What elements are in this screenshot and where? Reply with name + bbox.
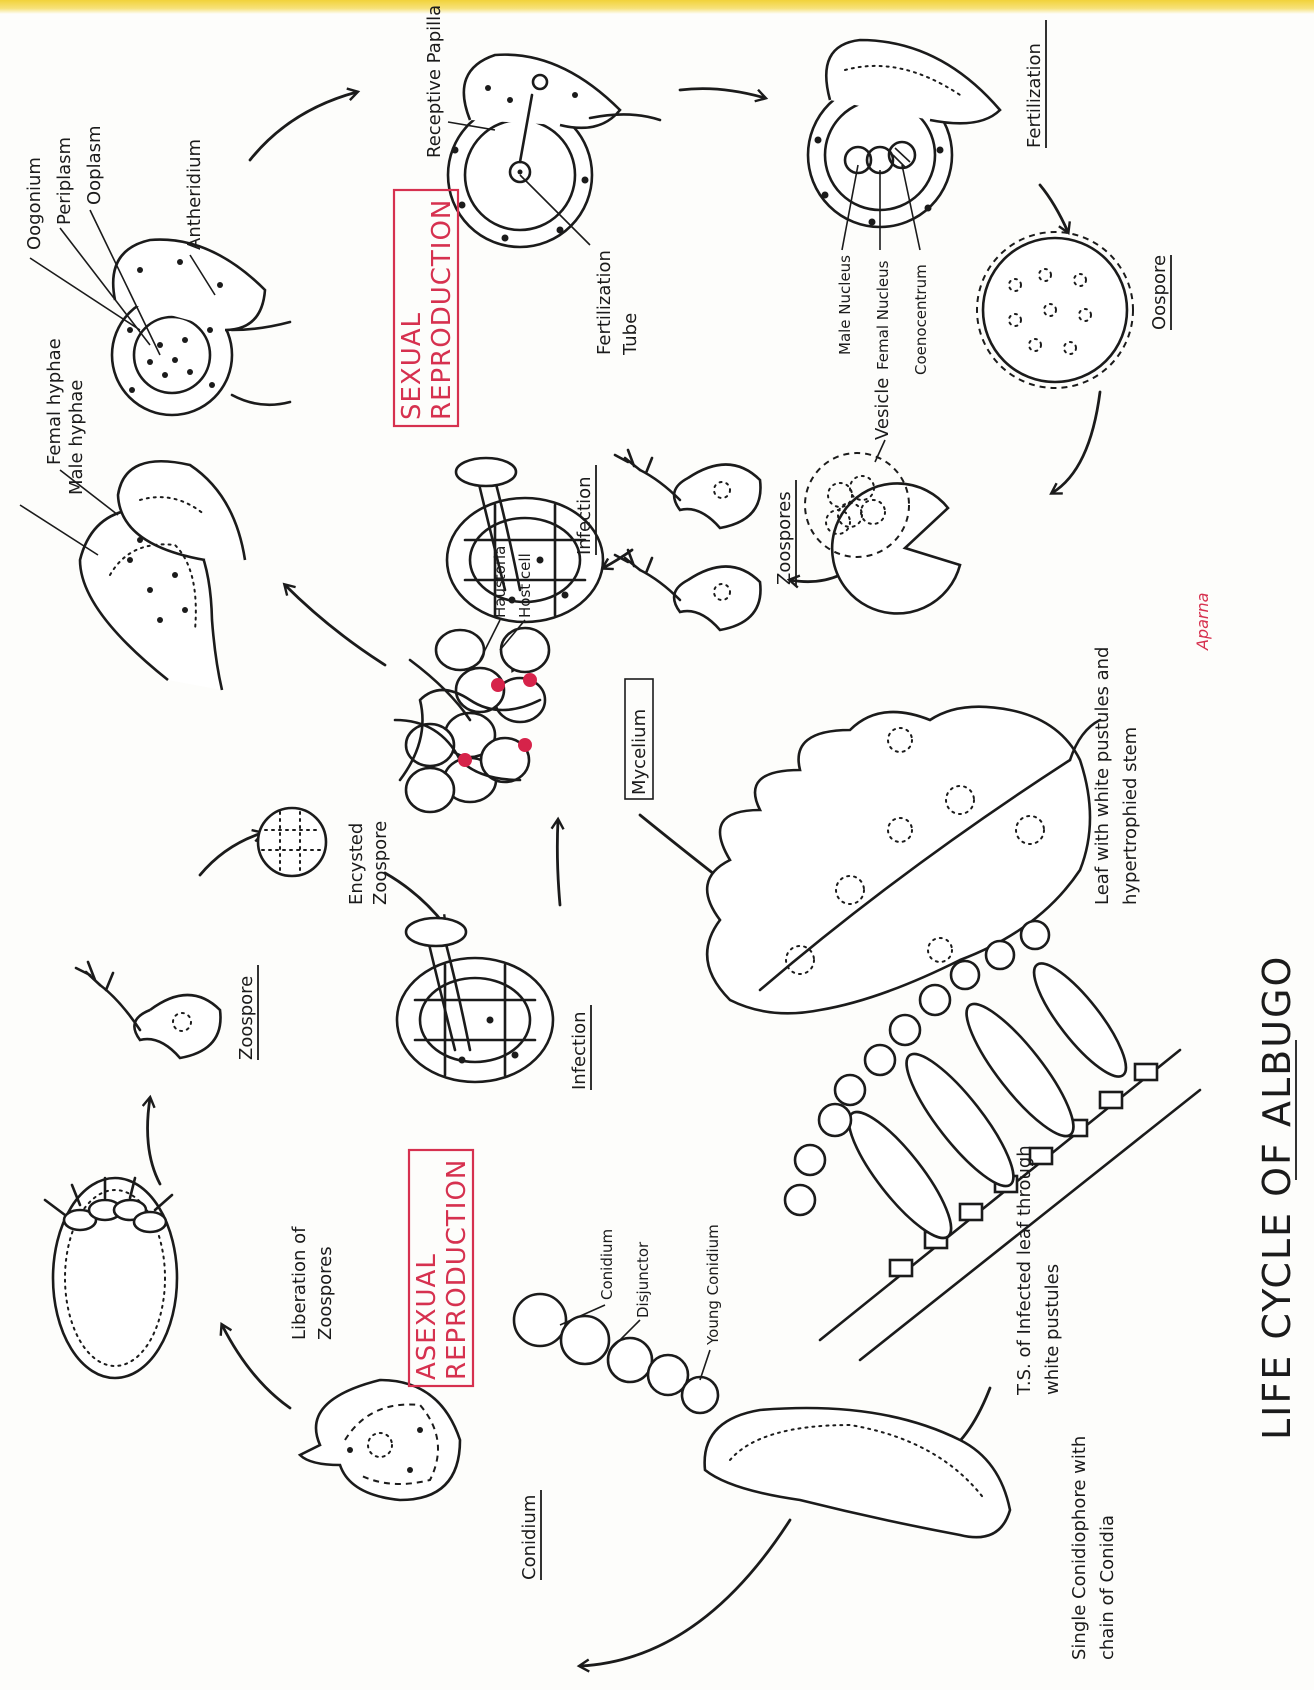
conidiophore-caption-line2: chain of Conidia <box>1097 1515 1118 1660</box>
receptive-papilla-label: Receptive Papilla <box>424 5 445 158</box>
liberation-illustration <box>45 1178 177 1378</box>
female-nucleus-label: Femal Nucleus <box>874 260 892 370</box>
infection-lower-illustration <box>397 918 553 1082</box>
disjunctor-label: Disjunctor <box>634 1241 652 1318</box>
arrow-fertilization-to-oospore <box>1040 185 1068 232</box>
liberation-caption-line1: Liberation of <box>289 1226 310 1340</box>
sexual-heading-line1: SEXUAL <box>397 312 427 420</box>
zoospores-illustration <box>615 450 761 630</box>
zoospore-illustration <box>76 962 221 1058</box>
arrow-papilla-to-fertilization <box>680 89 765 98</box>
arrow-vesicle-to-zoospores <box>790 575 840 582</box>
coenocentrum-label: Coenocentrum <box>912 264 930 375</box>
oogonium-label: Oogonium <box>24 157 45 250</box>
arrow-conidiophore-to-conidium <box>580 1520 790 1666</box>
zoospore-caption: Zoospore <box>236 976 257 1060</box>
periplasm-label: Periplasm <box>54 137 75 225</box>
host-cell-label: Host cell <box>516 553 534 618</box>
conidium-chain-label: Conidium <box>598 1229 616 1300</box>
arrow-zoospore-to-encysted <box>200 833 262 875</box>
asexual-heading-line1: ASEXUAL <box>412 1253 442 1380</box>
young-conidium-label: Young Conidium <box>704 1224 722 1346</box>
arrow-conidium-to-liberation <box>222 1325 290 1408</box>
fertilization-caption: Fertilization <box>1024 43 1045 148</box>
conidium-illustration <box>300 1380 460 1500</box>
sexual-heading-line2: REPRODUCTION <box>427 199 457 420</box>
conidiophore-illustration <box>514 1294 1010 1537</box>
leaf-caption-line1: Leaf with white pustules and <box>1092 647 1113 906</box>
liberation-caption-line2: Zoospores <box>315 1246 336 1340</box>
mycelium-caption: Mycelium <box>629 709 650 795</box>
arrow-infection-to-mycelium <box>557 820 560 905</box>
vesicle-illustration <box>805 440 960 613</box>
haustoria-label: Haustoria <box>491 546 509 618</box>
female-hyphae-label: Femal hyphae <box>44 338 65 465</box>
ooplasm-label: Ooplasm <box>84 125 105 205</box>
conidiophore-caption-line1: Single Conidiophore with <box>1069 1436 1090 1660</box>
conidium-caption: Conidium <box>519 1495 540 1580</box>
oospore-caption: Oospore <box>1149 255 1170 330</box>
page-title: LIFE CYCLE OF ALBUGO <box>1255 955 1299 1440</box>
vesicle-label: Vesicle <box>872 378 893 440</box>
title-group: LIFE CYCLE OF ALBUGO <box>1255 955 1299 1440</box>
infection-lower-caption: Infection <box>569 1011 590 1090</box>
arrow-oogonium-to-papilla <box>250 92 357 160</box>
male-hyphae-label: Male hyphae <box>66 380 87 495</box>
male-nucleus-label: Male Nucleus <box>836 255 854 355</box>
receptive-papilla-illustration <box>448 55 660 247</box>
author-signature: Aparna <box>1193 593 1212 651</box>
gametangia-hyphae-illustration <box>20 461 245 690</box>
zoospores-caption: Zoospores <box>774 491 795 585</box>
asexual-heading-line2: REPRODUCTION <box>442 1159 472 1380</box>
fertilization-tube-label-line2: Tube <box>620 313 641 356</box>
ts-caption-line1: T.S. of Infected leaf through <box>1014 1145 1035 1396</box>
arrow-oospore-to-vesicle <box>1052 392 1100 493</box>
fertilization-tube-label-line1: Fertilization <box>594 250 615 355</box>
encysted-caption-line2: Zoospore <box>370 821 391 905</box>
fertilization-illustration <box>808 40 1000 250</box>
mycelium-illustration <box>395 620 549 812</box>
encysted-caption-line1: Encysted <box>346 823 367 905</box>
arrow-mycelium-to-hyphae <box>285 585 385 665</box>
oospore-illustration <box>977 232 1133 388</box>
leaf-caption-line2: hypertrophied stem <box>1120 727 1141 905</box>
antheridium-label: Antheridium <box>184 139 205 250</box>
encysted-zoospore-illustration <box>258 808 326 876</box>
arrow-liberation-to-zoospore <box>148 1098 160 1184</box>
infection-upper-caption: Infection <box>574 476 595 555</box>
ts-caption-line2: white pustules <box>1042 1264 1063 1395</box>
